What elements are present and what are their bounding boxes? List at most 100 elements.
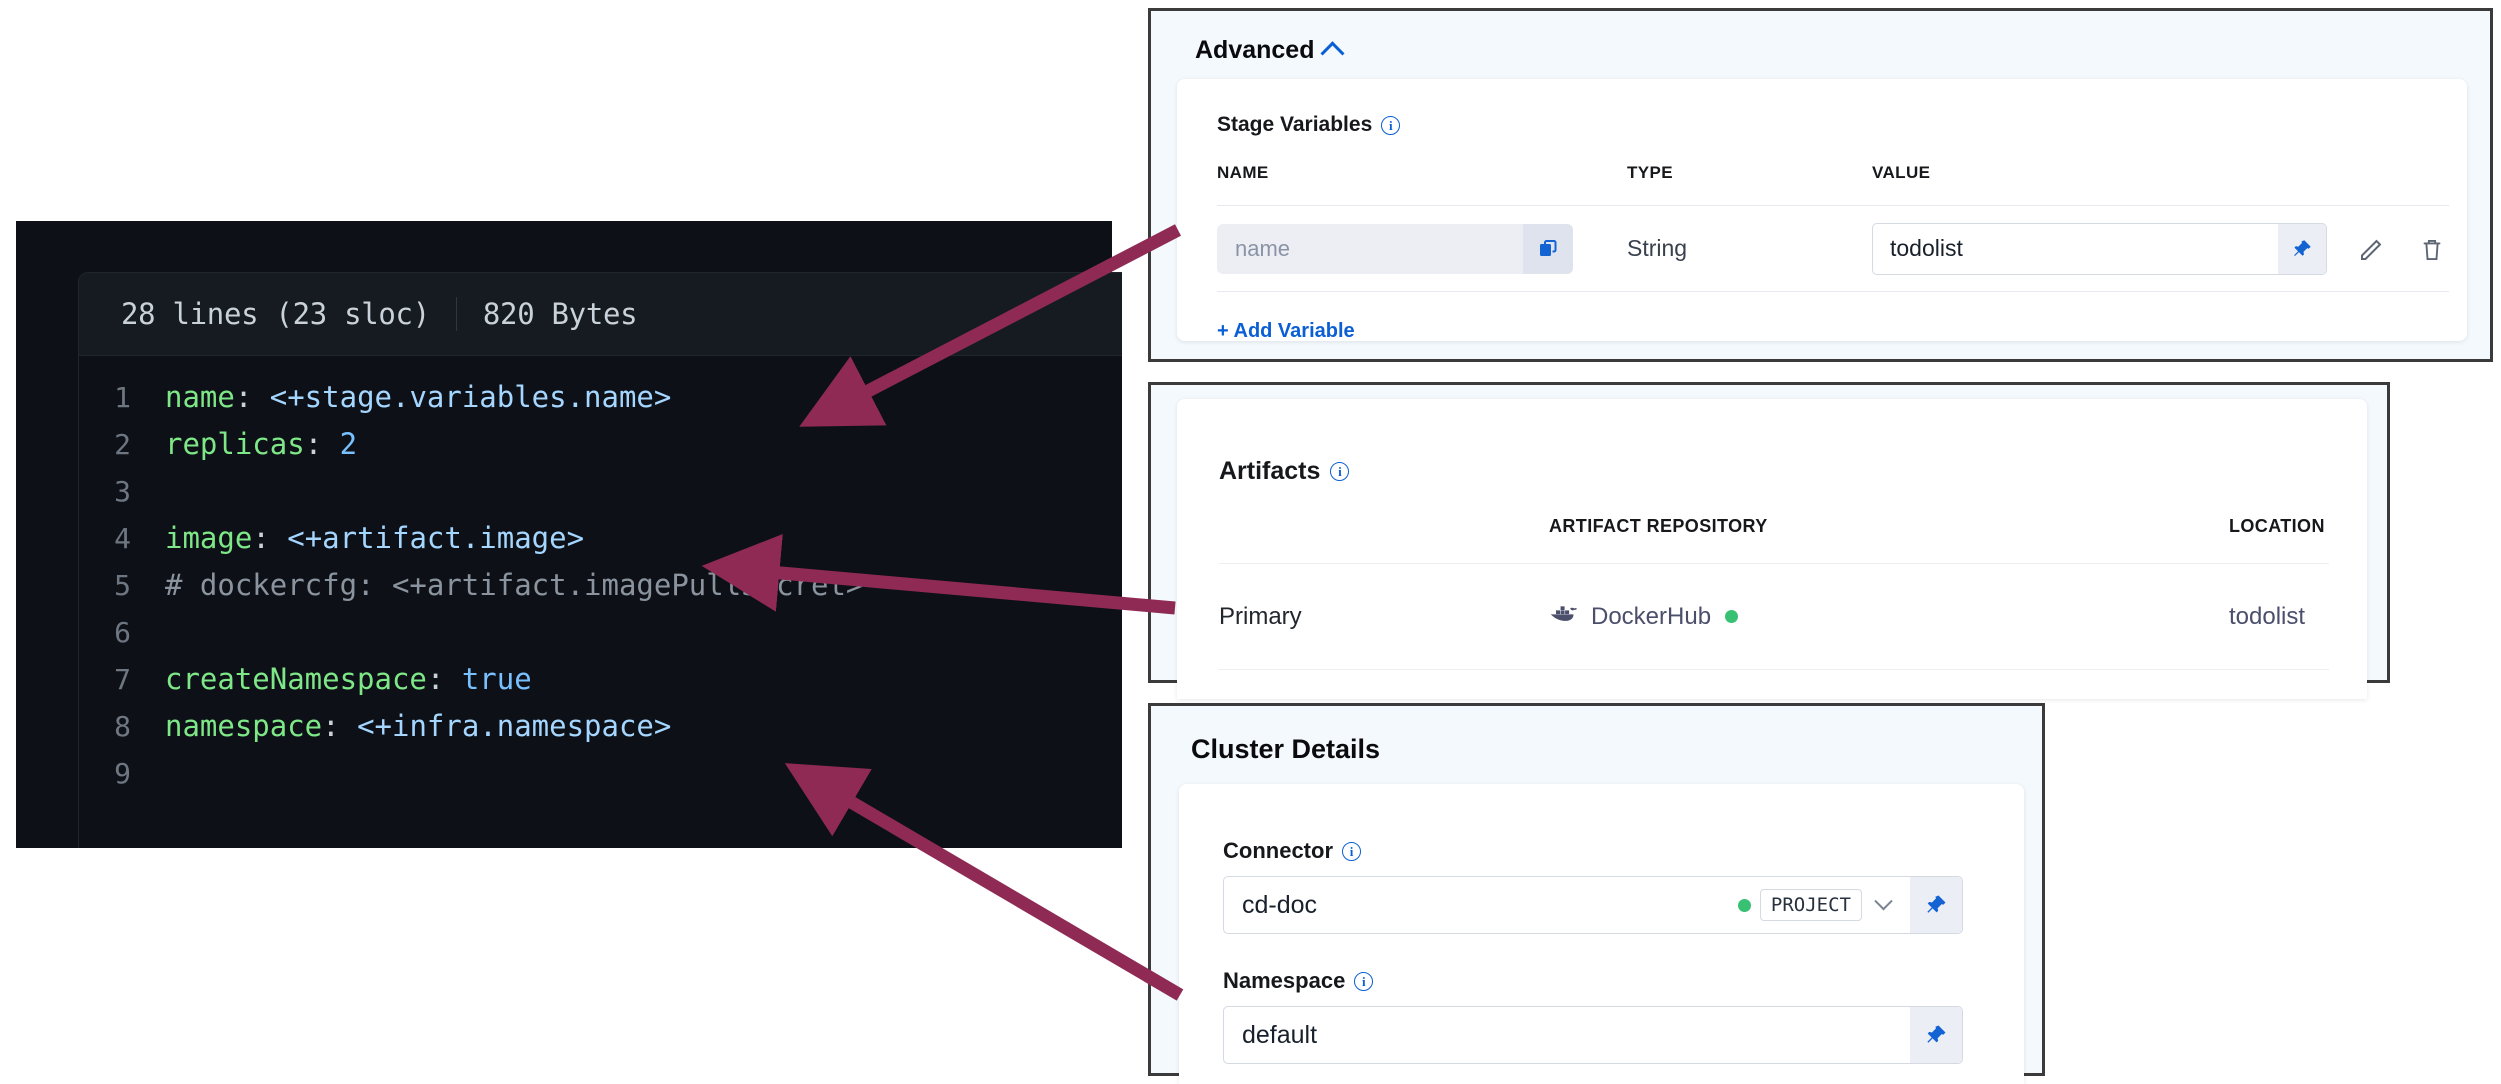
add-variable-button[interactable]: + Add Variable [1217,320,1355,342]
code-line: 3 [79,468,1122,515]
info-icon[interactable]: i [1381,115,1401,135]
namespace-label: Namespace [1223,968,1346,993]
table-row: String [1217,206,2449,292]
stage-variables-label-row: Stage Variables i [1217,113,2467,137]
artifact-repository-cell: DockerHub [1549,601,2229,632]
code-file-meta-header: 28 lines (23 sloc) 820 Bytes [79,273,1122,356]
code-line-text: createNamespace: true [165,656,532,702]
advanced-section-header[interactable]: Advanced [1195,36,1346,66]
code-token-key: name [165,380,235,414]
stage-variables-table-header: NAME TYPE VALUE [1217,163,2449,206]
trash-icon[interactable] [2417,234,2447,264]
info-icon[interactable]: i [1354,971,1374,991]
info-icon[interactable]: i [1342,841,1361,861]
code-line-number: 7 [114,663,131,696]
info-icon[interactable]: i [1330,462,1350,481]
artifacts-label: Artifacts [1219,457,1321,485]
code-line: 8 namespace: <+infra.namespace> [79,703,1122,750]
code-line: 4 image: <+artifact.image> [79,515,1122,562]
namespace-field-block: Namespace i [1223,968,2024,1064]
code-line: 6 [79,609,1122,656]
code-line-number: 3 [114,475,131,508]
pin-icon[interactable] [2278,223,2326,274]
cluster-details-panel: Cluster Details Connector i PROJECT [1148,703,2045,1084]
code-line-text: image: <+artifact.image> [165,515,584,561]
code-token-punc: : [252,521,288,555]
code-token-com: # dockercfg: <+artifact.imagePullSecret> [165,568,864,602]
code-token-key: createNamespace [165,662,427,696]
variable-value-field-group [1872,222,2327,275]
code-token-num: 2 [339,427,358,461]
code-line: 1 name: <+stage.variables.name> [79,374,1122,421]
code-line-text: namespace: <+infra.namespace> [165,703,671,749]
code-line: 7 createNamespace: true [79,656,1122,703]
connector-input[interactable] [1224,890,1738,920]
status-dot [1737,898,1751,912]
namespace-label-row: Namespace i [1223,968,2024,994]
artifacts-panel: Artifacts i ARTIFACT REPOSITORY LOCATION… [1148,382,2390,699]
pin-icon[interactable] [1910,877,1962,933]
code-line: 5 # dockercfg: <+artifact.imagePullSecret… [79,562,1122,609]
code-token-punc: : [426,662,462,696]
code-viewer-card: 28 lines (23 sloc) 820 Bytes 1 name: <+st… [78,272,1122,848]
status-dot [1725,610,1739,623]
column-header-repository: ARTIFACT REPOSITORY [1549,516,1768,536]
code-line-number: 1 [114,381,131,414]
code-line-number: 8 [114,710,131,743]
stage-variables-label: Stage Variables [1217,113,1373,136]
code-line-number: 2 [114,428,131,461]
stage-variables-card: Stage Variables i NAME TYPE VALUE [1177,79,2467,342]
artifacts-table: ARTIFACT REPOSITORY LOCATION Primary [1219,516,2329,670]
artifacts-label-row: Artifacts i [1219,457,2367,486]
cluster-details-title: Cluster Details [1191,734,1381,764]
connector-scope-tag: PROJECT [1737,889,1910,921]
code-line-text [165,750,182,796]
connector-field-block: Connector i PROJECT [1223,838,2024,934]
namespace-field-group [1223,1006,1963,1064]
artifacts-card: Artifacts i ARTIFACT REPOSITORY LOCATION… [1177,399,2367,699]
variable-name-field-group [1217,223,1573,274]
code-line: 9 [79,750,1122,797]
code-line-text: replicas: 2 [165,421,357,467]
code-token-key: namespace [165,709,323,743]
code-viewer-panel: 28 lines (23 sloc) 820 Bytes 1 name: <+st… [16,221,1122,848]
artifact-location-value: todolist [2229,602,2306,630]
column-header-value: VALUE [1872,163,1931,182]
table-row: Primary DockerHub [1219,564,2329,670]
code-token-punc: : [322,709,358,743]
variable-name-input[interactable] [1217,223,1523,274]
pencil-icon[interactable] [2357,234,2387,264]
code-token-punc: : [234,380,270,414]
code-token-str: <+artifact.image> [287,521,585,555]
code-line-text: # dockercfg: <+artifact.imagePullSecret> [165,562,863,608]
variable-value-input[interactable] [1873,223,2278,274]
connector-label-row: Connector i [1223,838,2024,864]
connector-field-group: PROJECT [1223,876,1963,934]
column-header-location: LOCATION [2229,516,2325,536]
copy-icon[interactable] [1523,223,1573,274]
advanced-title-label: Advanced [1195,36,1315,64]
column-header-name: NAME [1217,163,1269,182]
code-token-bool: true [461,662,532,696]
code-lines-info: 28 lines (23 sloc) [121,297,430,331]
code-token-str: <+infra.namespace> [357,709,672,743]
artifact-repository-name: DockerHub [1591,602,1712,630]
code-line-number: 6 [114,616,131,649]
chevron-up-icon[interactable] [1320,41,1346,66]
code-line-number: 5 [114,569,131,602]
column-header-blank [1219,516,1549,537]
pin-icon[interactable] [1910,1007,1962,1063]
code-token-key: image [165,521,253,555]
code-line-text: name: <+stage.variables.name> [165,374,671,420]
cluster-details-card: Connector i PROJECT [1179,784,2024,1084]
advanced-panel: Advanced Stage Variables i NAME TYPE VAL… [1148,8,2493,362]
scope-chip-label: PROJECT [1759,889,1862,921]
namespace-input[interactable] [1224,1020,1910,1050]
variable-type-value: String [1627,235,1688,261]
code-line-number: 4 [114,522,131,555]
code-line-text [165,609,182,655]
chevron-down-icon[interactable] [1874,891,1893,910]
